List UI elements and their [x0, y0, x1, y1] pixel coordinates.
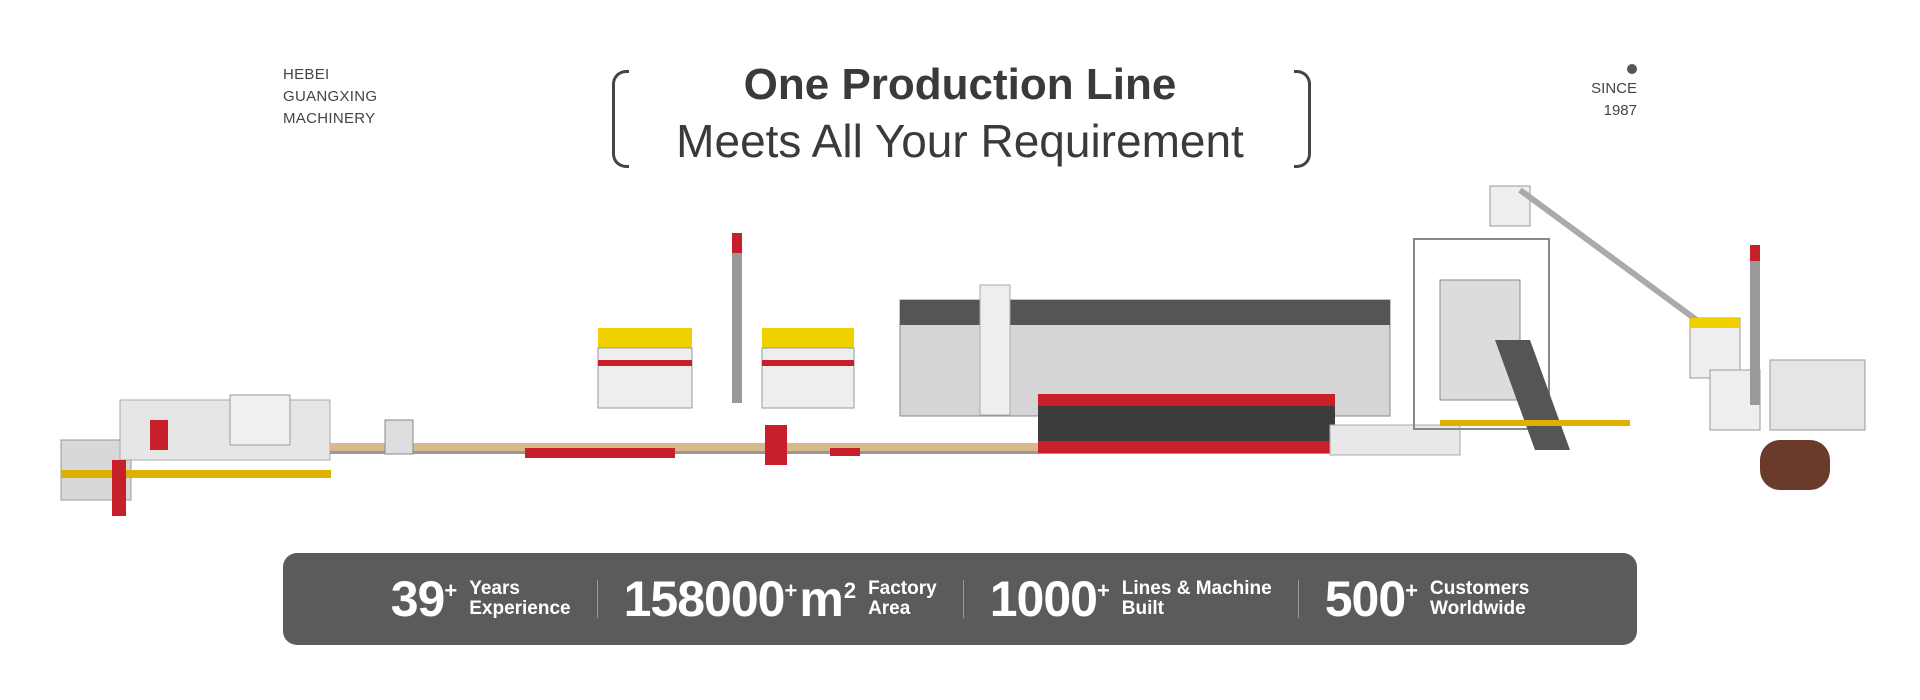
- stat-unit-sup: 2: [843, 578, 857, 603]
- stat-plus: +: [1096, 578, 1110, 603]
- stat-unit: m: [799, 571, 844, 627]
- stat-label: Experience: [469, 598, 571, 619]
- brand-line: GUANGXING: [283, 88, 378, 105]
- stat-label: Worldwide: [1430, 598, 1526, 619]
- divider: [596, 580, 598, 618]
- stat-plus: +: [784, 578, 798, 603]
- stat-plus: +: [444, 578, 458, 603]
- right-bracket-decoration: [1294, 70, 1311, 168]
- divider: [1297, 580, 1299, 618]
- dot-decoration: [1627, 64, 1637, 74]
- kiln-building: [899, 284, 1461, 456]
- since-year: 1987: [1603, 102, 1637, 119]
- brand-line: MACHINERY: [283, 110, 376, 127]
- crushing-tower: [1413, 185, 1704, 450]
- conveyor-line: [330, 419, 1460, 465]
- since-block: SINCE 1987: [1591, 78, 1637, 122]
- stat-label: Lines & Machine: [1121, 578, 1272, 599]
- headline-subtitle: Meets All Your Requirement: [676, 115, 1244, 167]
- stacking-section: [60, 394, 331, 516]
- headline-title: One Production Line: [743, 60, 1177, 109]
- stat-label: Years: [469, 578, 520, 599]
- stat-value: 1000: [989, 571, 1098, 627]
- stat-label: Built: [1121, 598, 1165, 619]
- stat-value: 158000: [623, 571, 786, 627]
- stat-label: Customers: [1430, 578, 1530, 599]
- stat-value: 39: [390, 571, 446, 627]
- stat-plus: +: [1405, 578, 1419, 603]
- stat-value: 500: [1324, 571, 1406, 627]
- since-label: SINCE: [1591, 80, 1637, 97]
- left-bracket-decoration: [612, 70, 629, 168]
- divider: [962, 580, 964, 618]
- brand-line: HEBEI: [283, 66, 330, 83]
- stat-label: Area: [868, 598, 911, 619]
- dryer-units: [597, 233, 855, 409]
- raw-material-section: [1689, 245, 1866, 490]
- company-name: HEBEI GUANGXING MACHINERY: [283, 64, 377, 130]
- stat-label: Factory: [868, 578, 937, 599]
